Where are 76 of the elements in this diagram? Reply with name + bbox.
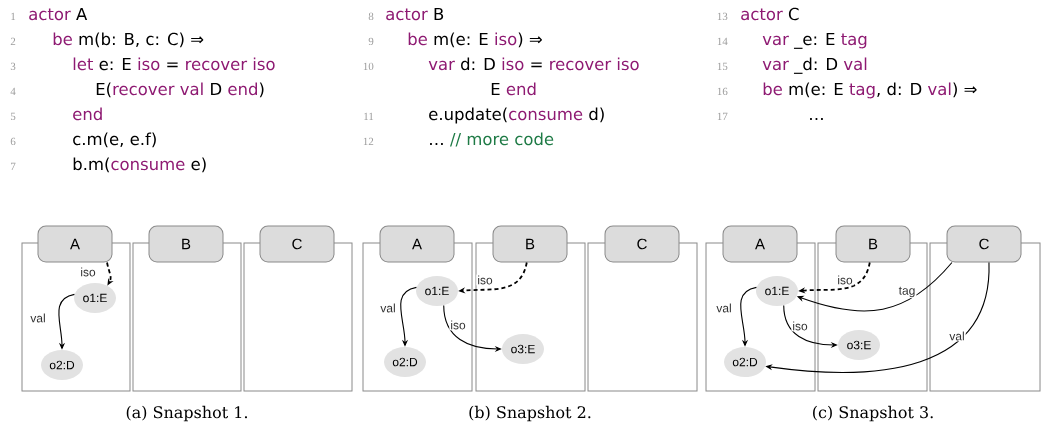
code-line: var _d: D val	[762, 57, 867, 74]
edge-label: iso	[838, 275, 853, 285]
edge-label: val	[716, 303, 731, 313]
label: m(e: E	[789, 82, 843, 98]
label: let	[73, 57, 94, 71]
subfigure-caption: (c) Snapshot 3.	[813, 405, 933, 422]
code-line: be m(e: E iso) ⇒	[408, 32, 542, 48]
line-number: 4	[10, 87, 16, 95]
line-number: 12	[363, 137, 374, 145]
label: val	[927, 82, 951, 96]
subfigure-caption: (a) Snapshot 1.	[126, 405, 247, 422]
label: iso	[138, 57, 160, 71]
subfigure-caption: (b) Snapshot 2.	[469, 405, 591, 422]
line-number: 15	[717, 62, 728, 71]
code-line: be m(b: B, c: C) ⇒	[53, 32, 204, 48]
label: =	[167, 62, 178, 68]
line-number: 11	[364, 112, 374, 120]
line-number: 7	[11, 162, 16, 170]
code-line: b.m(consume e)	[73, 157, 206, 173]
edge-label: tag	[898, 286, 915, 298]
label: tag	[849, 83, 875, 99]
label: =	[531, 62, 542, 68]
edge-label: val	[30, 313, 45, 323]
label: ) ⇒	[518, 32, 542, 48]
label: end	[228, 82, 257, 96]
line-number: 16	[717, 87, 728, 96]
label: E(	[96, 82, 111, 98]
code-line: actor B	[386, 7, 444, 21]
line-number: 10	[363, 62, 374, 71]
actor-panel: B	[132, 225, 242, 392]
code-line: c.m(e, e.f)	[73, 132, 156, 148]
label: , d: D	[877, 82, 922, 97]
line-number: 9	[368, 37, 374, 46]
edge-label: iso	[451, 320, 466, 330]
code-line: …	[810, 117, 823, 120]
label: )	[259, 82, 264, 98]
code-line: E( recover val D end )	[96, 82, 264, 98]
label: D	[211, 82, 222, 95]
line-number: 2	[10, 37, 16, 45]
code-line: … // more code	[430, 132, 554, 147]
line-number: 5	[10, 112, 16, 121]
code-line: e.update(consume d)	[429, 107, 604, 124]
edge-label: iso	[793, 321, 808, 331]
line-number: 13	[717, 12, 728, 21]
code-line: let e: E iso = recover iso	[73, 57, 275, 71]
label: iso	[495, 32, 517, 46]
code-line: var _e: E tag	[762, 32, 867, 49]
label: be	[763, 82, 782, 96]
code-line: actor C	[741, 7, 799, 21]
edge-label: iso	[81, 267, 96, 277]
label: iso	[502, 57, 524, 71]
line-number: 14	[717, 37, 728, 45]
label: be	[408, 32, 427, 46]
code-line: actor A	[29, 7, 88, 21]
line-number: 3	[10, 62, 16, 71]
edge-label: val	[949, 331, 964, 341]
line-number: 1	[11, 12, 16, 20]
code-line: end	[73, 107, 102, 121]
label: var	[428, 60, 455, 71]
label: recover iso	[550, 57, 639, 71]
label: recover iso	[186, 57, 275, 71]
label: ) ⇒	[953, 82, 977, 98]
label: m(e: E	[434, 32, 488, 48]
line-number: 8	[368, 12, 374, 21]
code-line: E end	[491, 82, 536, 96]
line-number: 17	[717, 112, 728, 120]
code-line: var d: D iso = recover iso	[428, 57, 639, 71]
code-line: be m(e: E tag , d: D val ) ⇒	[763, 82, 977, 99]
edge-label: iso	[478, 275, 493, 285]
line-number: 6	[10, 137, 16, 146]
actor-panel: C	[243, 225, 353, 392]
edge-label: val	[380, 303, 395, 313]
label: d: D	[461, 57, 495, 71]
actor-panel: C	[587, 225, 698, 392]
label: recover val	[113, 82, 203, 96]
label: e: E	[99, 57, 131, 71]
